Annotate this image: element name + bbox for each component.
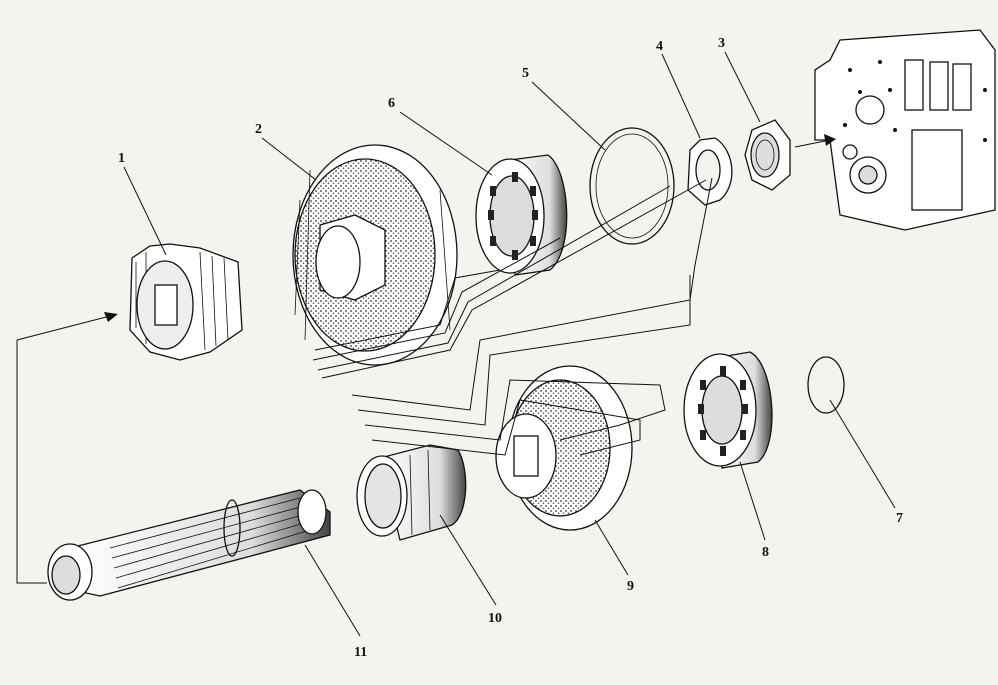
callout-1: 1 — [118, 151, 125, 166]
callout-5: 5 — [522, 66, 529, 81]
leader-lines — [123, 51, 896, 637]
callout-6: 6 — [388, 96, 395, 111]
callout-2: 2 — [255, 122, 262, 137]
callout-7: 7 — [896, 511, 903, 526]
part-1-small-gear — [129, 243, 243, 361]
gearbox-housing — [814, 29, 996, 231]
callout-4: 4 — [656, 39, 663, 54]
part-7-circlip — [807, 356, 845, 414]
part-8-ball-bearing — [683, 351, 773, 469]
part-4-lock-washer — [687, 137, 733, 206]
callout-11: 11 — [354, 645, 367, 660]
part-3-nut — [744, 119, 791, 191]
callout-8: 8 — [762, 545, 769, 560]
callout-10: 10 — [488, 611, 502, 626]
callout-labels: 1 2 6 5 4 3 7 8 9 10 11 — [118, 36, 903, 660]
part-9-medium-gear — [495, 365, 633, 531]
part-6-roller-bearing — [475, 154, 568, 276]
callout-9: 9 — [627, 579, 634, 594]
part-5-retaining-ring — [589, 127, 675, 245]
callout-3: 3 — [718, 36, 725, 51]
part-2-large-gear — [292, 144, 458, 366]
assembly-path-lines — [16, 134, 836, 584]
part-11-splined-shaft — [47, 489, 331, 601]
part-10-sleeve — [356, 444, 467, 541]
